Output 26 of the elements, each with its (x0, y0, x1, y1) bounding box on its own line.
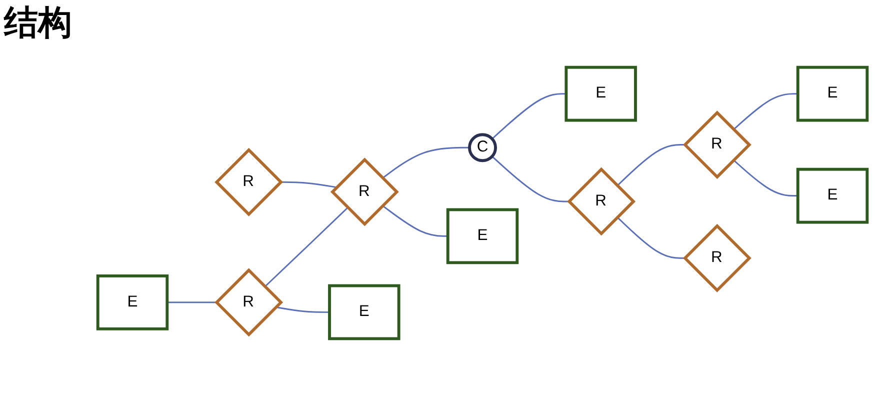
node-diamond: R (682, 110, 752, 180)
node-box: E (446, 208, 519, 264)
node-box: E (96, 274, 169, 330)
connector (616, 216, 685, 259)
connector (382, 146, 470, 179)
connector (264, 207, 348, 288)
node-box: E (564, 66, 637, 122)
node-diamond: R (214, 268, 284, 337)
connector (382, 205, 448, 237)
connector (492, 156, 569, 202)
connector (733, 159, 798, 197)
node-box: E (796, 168, 869, 224)
connector (733, 93, 798, 130)
node-diamond: R (682, 224, 752, 292)
node-circle: C (468, 133, 497, 162)
connector (276, 306, 330, 313)
node-box: E (796, 66, 869, 122)
node-diamond: R (330, 158, 399, 226)
node-diamond: R (214, 148, 284, 216)
connector (280, 181, 337, 188)
node-box: E (328, 284, 400, 340)
connector (492, 93, 566, 140)
node-diamond: R (567, 167, 636, 236)
diagram-title: 结构 (4, 2, 72, 45)
connector (616, 144, 685, 186)
connector (167, 302, 216, 304)
